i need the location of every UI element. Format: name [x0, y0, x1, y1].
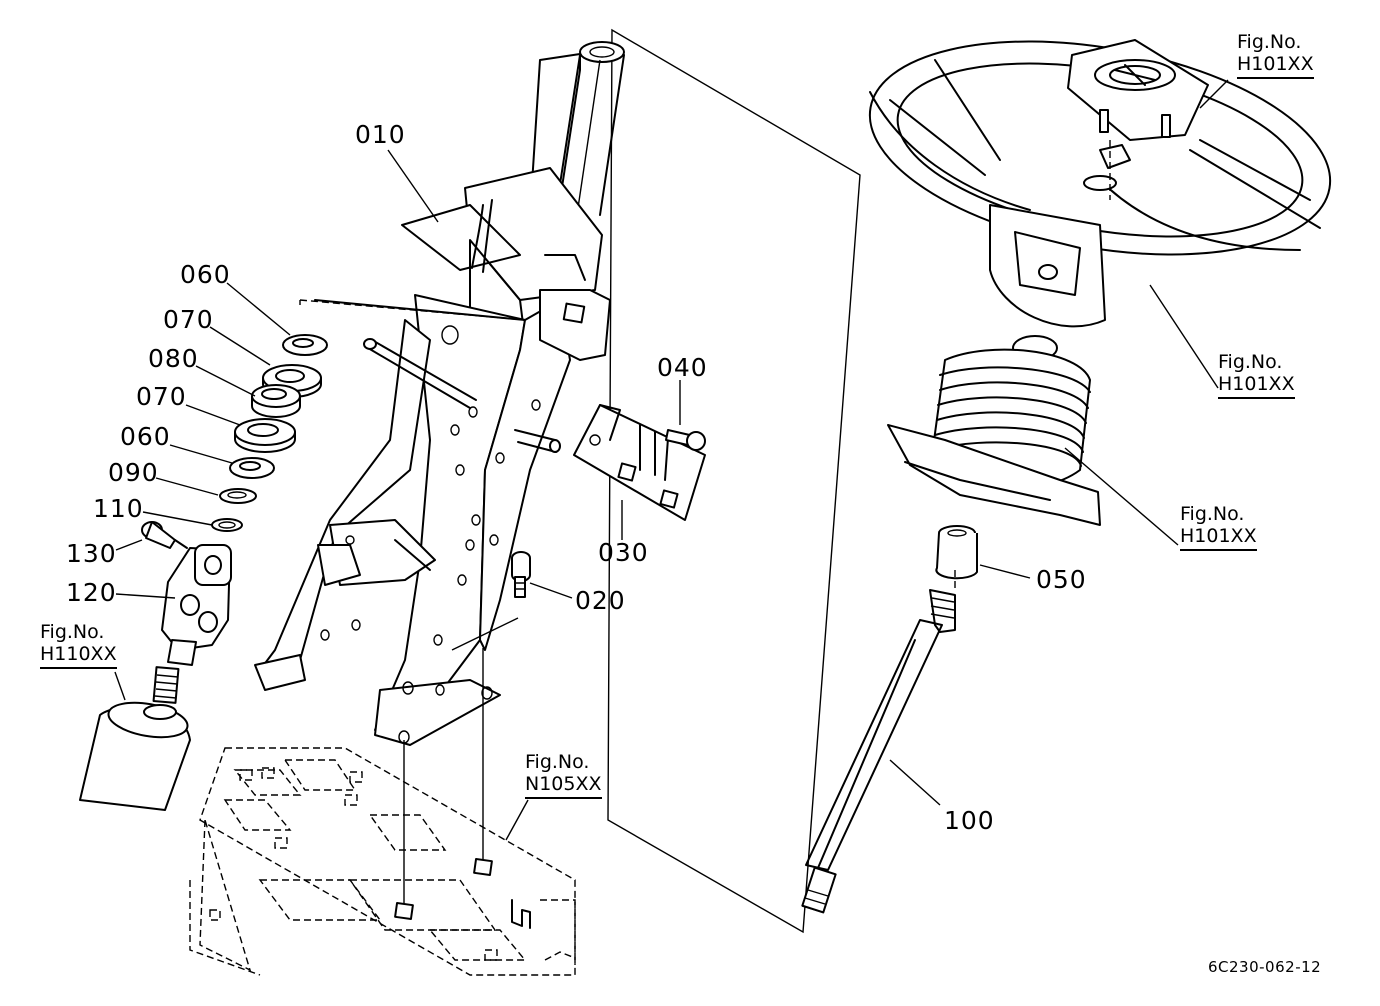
- part-label-040: 040: [657, 353, 708, 382]
- part-label-070-lower: 070: [136, 382, 187, 411]
- assembly-frame: [607, 28, 861, 934]
- bolt-130: [141, 521, 188, 549]
- fig-ref-title: Fig.No.: [1237, 31, 1302, 53]
- bushing-050: [935, 525, 978, 580]
- part-label-080: 080: [148, 344, 199, 373]
- circlip-110: [211, 518, 243, 532]
- fig-ref-code: H101XX: [1237, 53, 1314, 79]
- fig-ref-title: Fig.No.: [525, 751, 590, 773]
- part-label-070-upper: 070: [163, 305, 214, 334]
- steering-column-010: [254, 41, 625, 746]
- part-label-130: 130: [66, 539, 117, 568]
- part-label-060-lower: 060: [120, 422, 171, 451]
- floor-nuts: [394, 857, 493, 921]
- part-label-060-upper: 060: [180, 260, 231, 289]
- steering-boot: [887, 335, 1101, 526]
- bolt-020: [511, 551, 531, 598]
- fig-ref-boot: Fig.No. H101XX: [1180, 503, 1257, 551]
- fig-ref-code: H110XX: [40, 643, 117, 669]
- fig-ref-title: Fig.No.: [40, 621, 105, 643]
- fig-ref-title: Fig.No.: [1180, 503, 1245, 525]
- fig-ref-top-right: Fig.No. H101XX: [1237, 31, 1314, 79]
- document-code: 6C230-062-12: [1208, 958, 1322, 976]
- part-label-110: 110: [93, 494, 144, 523]
- part-label-020: 020: [575, 586, 626, 615]
- column-holes: [320, 325, 541, 744]
- steering-wheel: [868, 39, 1332, 328]
- part-label-090: 090: [108, 458, 159, 487]
- fig-ref-code: H101XX: [1218, 373, 1295, 399]
- steering-shaft-100: [801, 570, 956, 914]
- leader-lines: [114, 79, 1229, 841]
- fig-ref-floor: Fig.No. N105XX: [525, 751, 602, 799]
- part-label-050: 050: [1036, 565, 1087, 594]
- part-label-010: 010: [355, 120, 406, 149]
- bolt-040: [665, 429, 706, 451]
- fig-ref-title: Fig.No.: [1218, 351, 1283, 373]
- part-label-120: 120: [66, 578, 117, 607]
- fig-ref-code: H101XX: [1180, 525, 1257, 551]
- fig-ref-left: Fig.No. H110XX: [40, 621, 117, 669]
- steering-gearbox: [79, 701, 191, 811]
- chassis-floor: [189, 747, 576, 976]
- universal-joint-120: [152, 544, 232, 704]
- washer-090: [219, 488, 257, 504]
- fig-ref-wheel: Fig.No. H101XX: [1218, 351, 1295, 399]
- fig-ref-code: N105XX: [525, 773, 602, 799]
- part-label-100: 100: [944, 806, 995, 835]
- part-label-030: 030: [598, 538, 649, 567]
- washer-stack: [211, 334, 328, 532]
- bracket-030: [573, 404, 706, 521]
